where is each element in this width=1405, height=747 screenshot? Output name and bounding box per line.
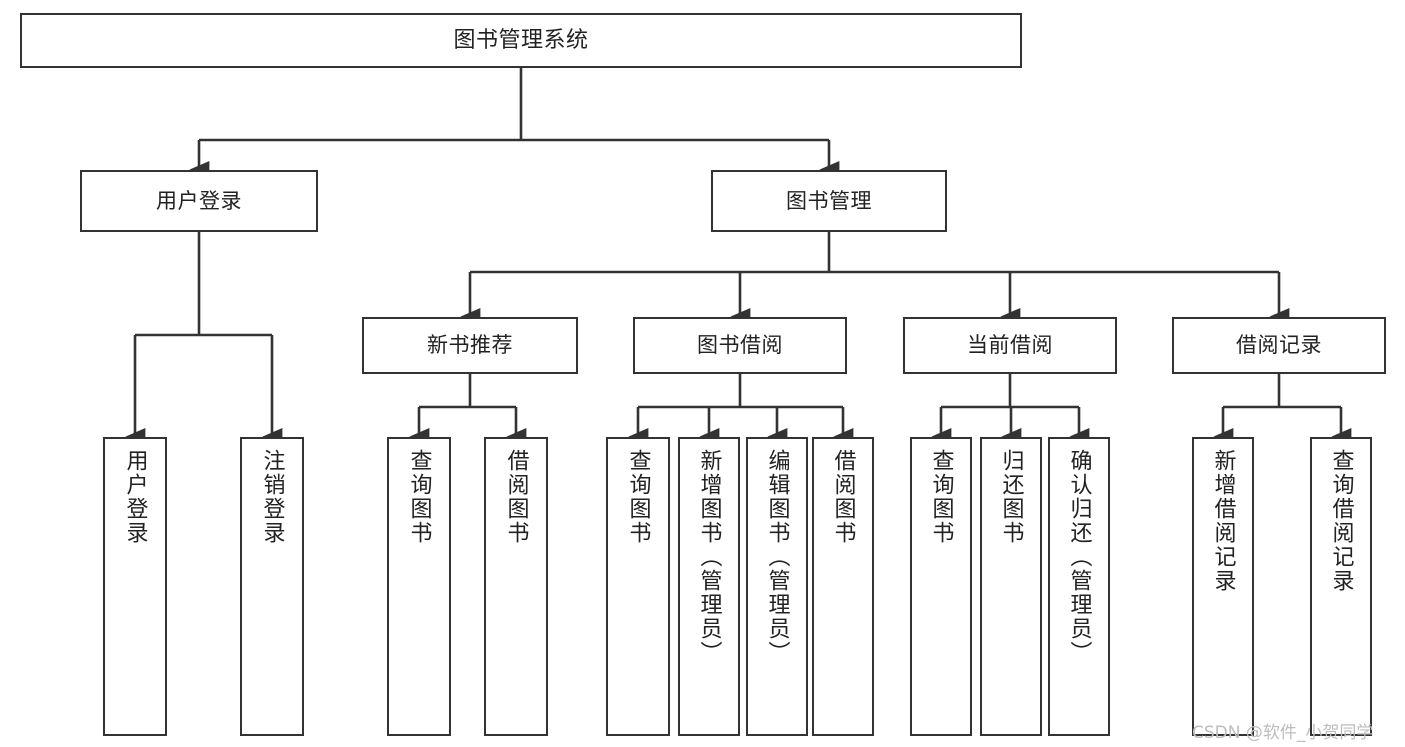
node-borrow-record[interactable]: 借阅记录 — [1172, 317, 1386, 374]
node-label: 查询图书 — [406, 449, 432, 545]
node-leaf-borrow-book-2[interactable]: 借阅图书 — [812, 437, 874, 736]
node-label: 图书管理系统 — [453, 27, 589, 53]
node-current-borrow[interactable]: 当前借阅 — [903, 317, 1117, 374]
node-leaf-return-book[interactable]: 归还图书 — [980, 437, 1042, 736]
node-leaf-borrow-book-1[interactable]: 借阅图书 — [484, 437, 548, 736]
node-label: 编辑图书（管理员） — [764, 449, 790, 665]
node-label: 借阅图书 — [503, 449, 529, 545]
node-label: 当前借阅 — [967, 333, 1053, 357]
node-book-borrow[interactable]: 图书借阅 — [633, 317, 847, 374]
node-leaf-query-book-2[interactable]: 查询图书 — [606, 437, 670, 736]
node-leaf-query-record[interactable]: 查询借阅记录 — [1310, 437, 1372, 736]
node-label: 查询图书 — [625, 449, 651, 545]
node-label: 新书推荐 — [427, 333, 513, 357]
node-label: 图书借阅 — [697, 333, 783, 357]
node-label: 注销登录 — [259, 449, 285, 545]
node-label: 新增图书（管理员） — [696, 449, 722, 665]
node-leaf-edit-book[interactable]: 编辑图书（管理员） — [746, 437, 808, 736]
node-new-book-rec[interactable]: 新书推荐 — [362, 317, 578, 374]
node-leaf-add-record[interactable]: 新增借阅记录 — [1192, 437, 1254, 736]
node-leaf-user-login[interactable]: 用户登录 — [103, 437, 167, 736]
node-book-manage[interactable]: 图书管理 — [711, 170, 947, 232]
node-label: 确认归还（管理员） — [1066, 449, 1092, 665]
node-label: 查询图书 — [928, 449, 954, 545]
node-label: 借阅图书 — [830, 449, 856, 545]
node-label: 用户登录 — [156, 188, 242, 213]
node-label: 归还图书 — [998, 449, 1024, 545]
node-root[interactable]: 图书管理系统 — [20, 13, 1022, 68]
node-user-login[interactable]: 用户登录 — [80, 170, 318, 232]
node-leaf-logout[interactable]: 注销登录 — [240, 437, 304, 736]
node-label: 借阅记录 — [1236, 333, 1322, 357]
watermark: CSDN @软件_小贺同学 — [1192, 723, 1374, 743]
node-leaf-confirm-return[interactable]: 确认归还（管理员） — [1048, 437, 1110, 736]
node-label: 新增借阅记录 — [1210, 449, 1236, 593]
node-leaf-query-book-1[interactable]: 查询图书 — [387, 437, 451, 736]
node-leaf-add-book[interactable]: 新增图书（管理员） — [678, 437, 740, 736]
node-label: 图书管理 — [786, 188, 872, 213]
node-label: 查询借阅记录 — [1328, 449, 1354, 593]
node-leaf-query-book-3[interactable]: 查询图书 — [910, 437, 972, 736]
node-label: 用户登录 — [122, 449, 148, 545]
edge-group — [125, 68, 1352, 446]
